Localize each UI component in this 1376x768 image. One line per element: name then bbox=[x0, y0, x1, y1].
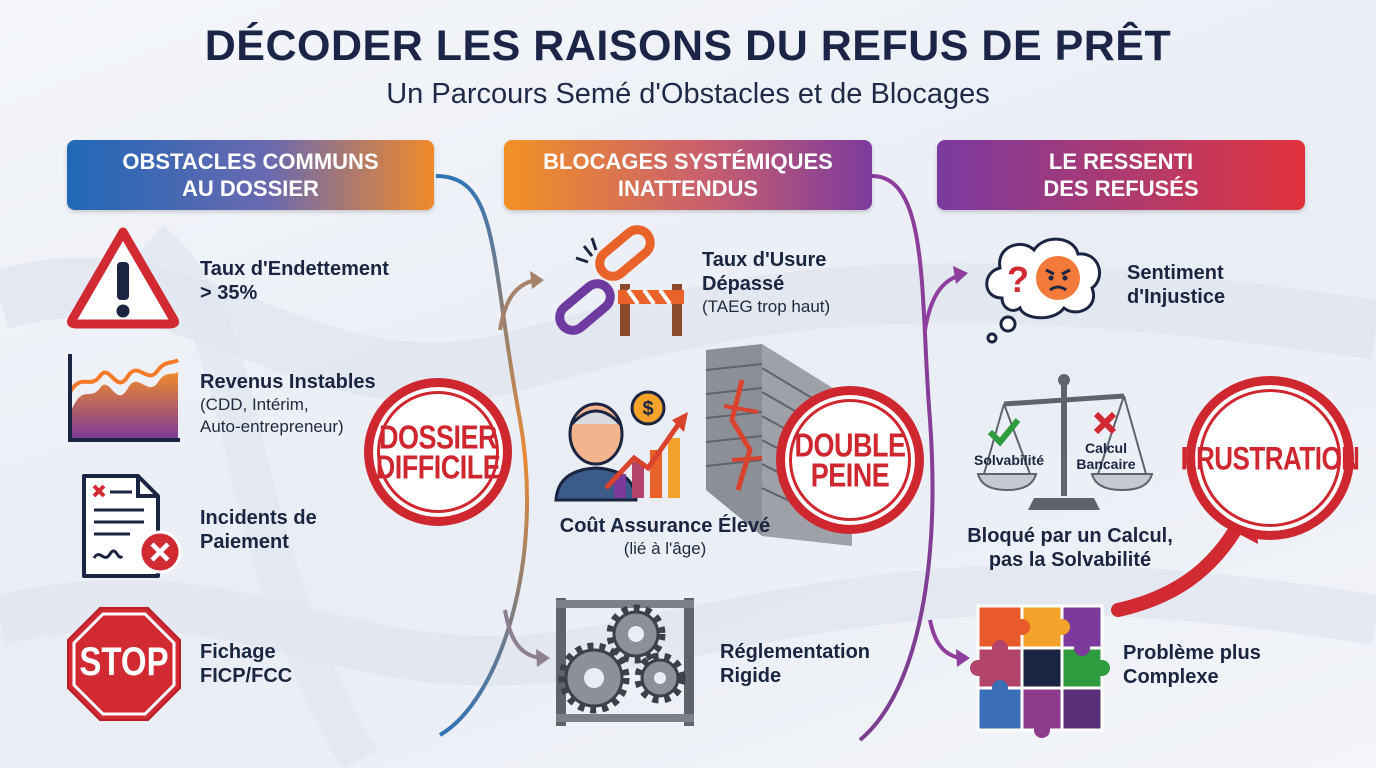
banner-ressenti-line2: DES REFUSÉS bbox=[1043, 176, 1199, 201]
stamp-double-line1: DOUBLE bbox=[794, 426, 907, 464]
page-title: DÉCODER LES RAISONS DU REFUS DE PRÊT bbox=[204, 22, 1172, 70]
item-taux-endettement-line1: Taux d'Endettement bbox=[200, 258, 389, 280]
stop-sign-text: STOP bbox=[79, 639, 169, 684]
item-revenus-instables: Revenus Instables (CDD, Intérim, Auto-en… bbox=[200, 370, 410, 438]
item-reglementation: Réglementation Rigide bbox=[720, 640, 900, 688]
item-reglementation-line1: Réglementation bbox=[720, 641, 871, 663]
item-incidents-paiement-line2: Paiement bbox=[200, 531, 289, 553]
item-bloque-calcul: Bloqué par un Calcul, pas la Solvabilité bbox=[950, 524, 1190, 572]
stamp-frustration: FRUSTRATION bbox=[1181, 376, 1360, 540]
item-cout-assurance-detail: (lié à l'âge) bbox=[623, 539, 707, 558]
elderly-cost-icon: $ bbox=[554, 390, 688, 502]
warning-triangle-icon bbox=[67, 227, 179, 329]
item-bloque-line2: pas la Solvabilité bbox=[988, 549, 1152, 571]
balance-scale-icon bbox=[976, 374, 1154, 510]
stamp-double-peine: DOUBLE PEINE bbox=[776, 386, 924, 534]
stop-sign-icon: STOP bbox=[66, 606, 182, 722]
unstable-chart-icon bbox=[68, 354, 180, 442]
item-reglementation-line2: Rigide bbox=[720, 665, 782, 687]
banner-obstacles: OBSTACLES COMMUNS AU DOSSIER bbox=[67, 140, 434, 210]
angry-thought-icon: ? bbox=[985, 237, 1101, 344]
stamp-dossier-line2: DIFFICILE bbox=[375, 448, 501, 486]
banner-blocages-line2: INATTENDUS bbox=[617, 176, 759, 201]
item-taux-usure: Taux d'Usure Dépassé (TAEG trop haut) bbox=[702, 248, 872, 318]
banner-ressenti: LE RESSENTI DES REFUSÉS bbox=[937, 140, 1305, 210]
item-fichage-line1: Fichage bbox=[200, 641, 276, 663]
item-fichage-line2: FICP/FCC bbox=[200, 665, 293, 687]
item-taux-endettement: Taux d'Endettement > 35% bbox=[200, 257, 430, 305]
item-incidents-paiement: Incidents de Paiement bbox=[200, 506, 400, 554]
item-cout-assurance-title: Coût Assurance Élevé bbox=[559, 515, 771, 537]
item-fichage: Fichage FICP/FCC bbox=[200, 640, 400, 688]
rejected-document-icon bbox=[82, 474, 182, 578]
item-bloque-line1: Bloqué par un Calcul, bbox=[967, 525, 1173, 547]
item-revenus-instables-detail2: Auto-entrepreneur) bbox=[200, 417, 344, 436]
banner-ressenti-line1: LE RESSENTI bbox=[1048, 149, 1194, 174]
item-revenus-instables-title: Revenus Instables bbox=[200, 371, 376, 393]
broken-chain-icon bbox=[555, 225, 684, 336]
item-probleme-line2: Complexe bbox=[1123, 666, 1219, 688]
item-taux-usure-line2: Dépassé bbox=[702, 273, 785, 295]
scale-right-line1: Calcul bbox=[1084, 440, 1127, 456]
svg-text:$: $ bbox=[642, 398, 653, 420]
item-cout-assurance: Coût Assurance Élevé (lié à l'âge) bbox=[540, 514, 790, 560]
item-taux-endettement-line2: > 35% bbox=[200, 282, 258, 304]
banner-blocages-line1: BLOCAGES SYSTÉMIQUES bbox=[543, 149, 833, 174]
banner-obstacles-line2: AU DOSSIER bbox=[182, 176, 319, 201]
stamp-frustration-text: FRUSTRATION bbox=[1180, 439, 1360, 477]
gears-frame-icon bbox=[556, 598, 694, 726]
item-probleme-line1: Problème plus bbox=[1123, 642, 1261, 664]
item-probleme-complexe: Problème plus Complexe bbox=[1123, 641, 1303, 689]
scale-right-label: Calcul Bancaire bbox=[1066, 440, 1146, 472]
item-revenus-instables-detail1: (CDD, Intérim, bbox=[200, 395, 309, 414]
stamp-double-line2: PEINE bbox=[810, 456, 890, 494]
stamp-dossier-difficile: DOSSIER DIFFICILE bbox=[364, 378, 512, 526]
page-subtitle: Un Parcours Semé d'Obstacles et de Bloca… bbox=[386, 78, 990, 110]
item-sentiment-injustice: Sentiment d'Injustice bbox=[1127, 261, 1307, 309]
scale-right-line2: Bancaire bbox=[1076, 456, 1136, 472]
item-sentiment-line1: Sentiment bbox=[1127, 262, 1224, 284]
item-taux-usure-detail: (TAEG trop haut) bbox=[702, 297, 831, 316]
puzzle-icon bbox=[970, 604, 1110, 738]
svg-text:?: ? bbox=[1007, 259, 1029, 300]
banner-obstacles-line1: OBSTACLES COMMUNS bbox=[122, 149, 379, 174]
item-sentiment-line2: d'Injustice bbox=[1127, 286, 1226, 308]
item-incidents-paiement-line1: Incidents de bbox=[200, 507, 317, 529]
scale-left-label: Solvabilité bbox=[973, 452, 1045, 468]
item-taux-usure-line1: Taux d'Usure bbox=[702, 249, 827, 271]
stamp-dossier-line1: DOSSIER bbox=[378, 418, 498, 456]
banner-blocages: BLOCAGES SYSTÉMIQUES INATTENDUS bbox=[504, 140, 872, 210]
